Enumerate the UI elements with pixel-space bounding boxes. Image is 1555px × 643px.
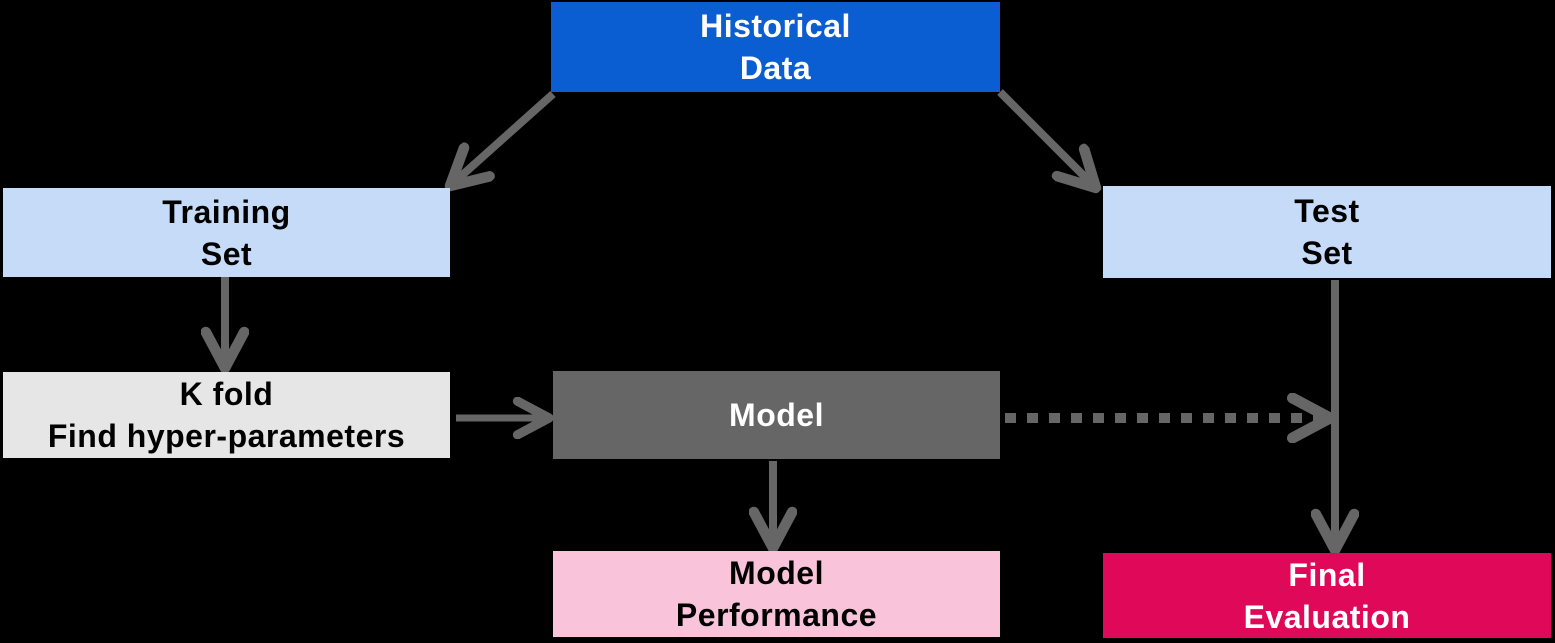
edge-historical-to-test [997,89,1096,188]
node-training-set: Training Set [3,188,450,277]
node-historical-data: Historical Data [551,2,1000,92]
node-label-line2: Set [1301,235,1353,271]
node-model: Model [553,371,1000,459]
node-label-line2: Find hyper-parameters [47,418,406,454]
node-label-line1: Final [1288,556,1366,593]
node-label-line1: Test [1294,193,1360,229]
node-label-line1: Model [729,555,824,591]
node-final-evaluation: Final Evaluation [1103,553,1551,638]
node-test-set: Test Set [1103,186,1551,278]
node-k-fold: K fold Find hyper-parameters [3,372,450,458]
node-label-line2: Data [739,50,812,86]
node-label-line2: Evaluation [1243,598,1411,635]
node-model-performance: Model Performance [553,551,1000,637]
node-label-line1: K fold [179,376,274,412]
node-label-line1: Historical [700,8,851,44]
node-label-line1: Training [162,193,291,230]
edge-historical-to-training [450,91,556,186]
node-label-line2: Performance [675,597,878,633]
node-label-line2: Set [200,235,253,272]
node-label-line1: Model [729,397,824,433]
